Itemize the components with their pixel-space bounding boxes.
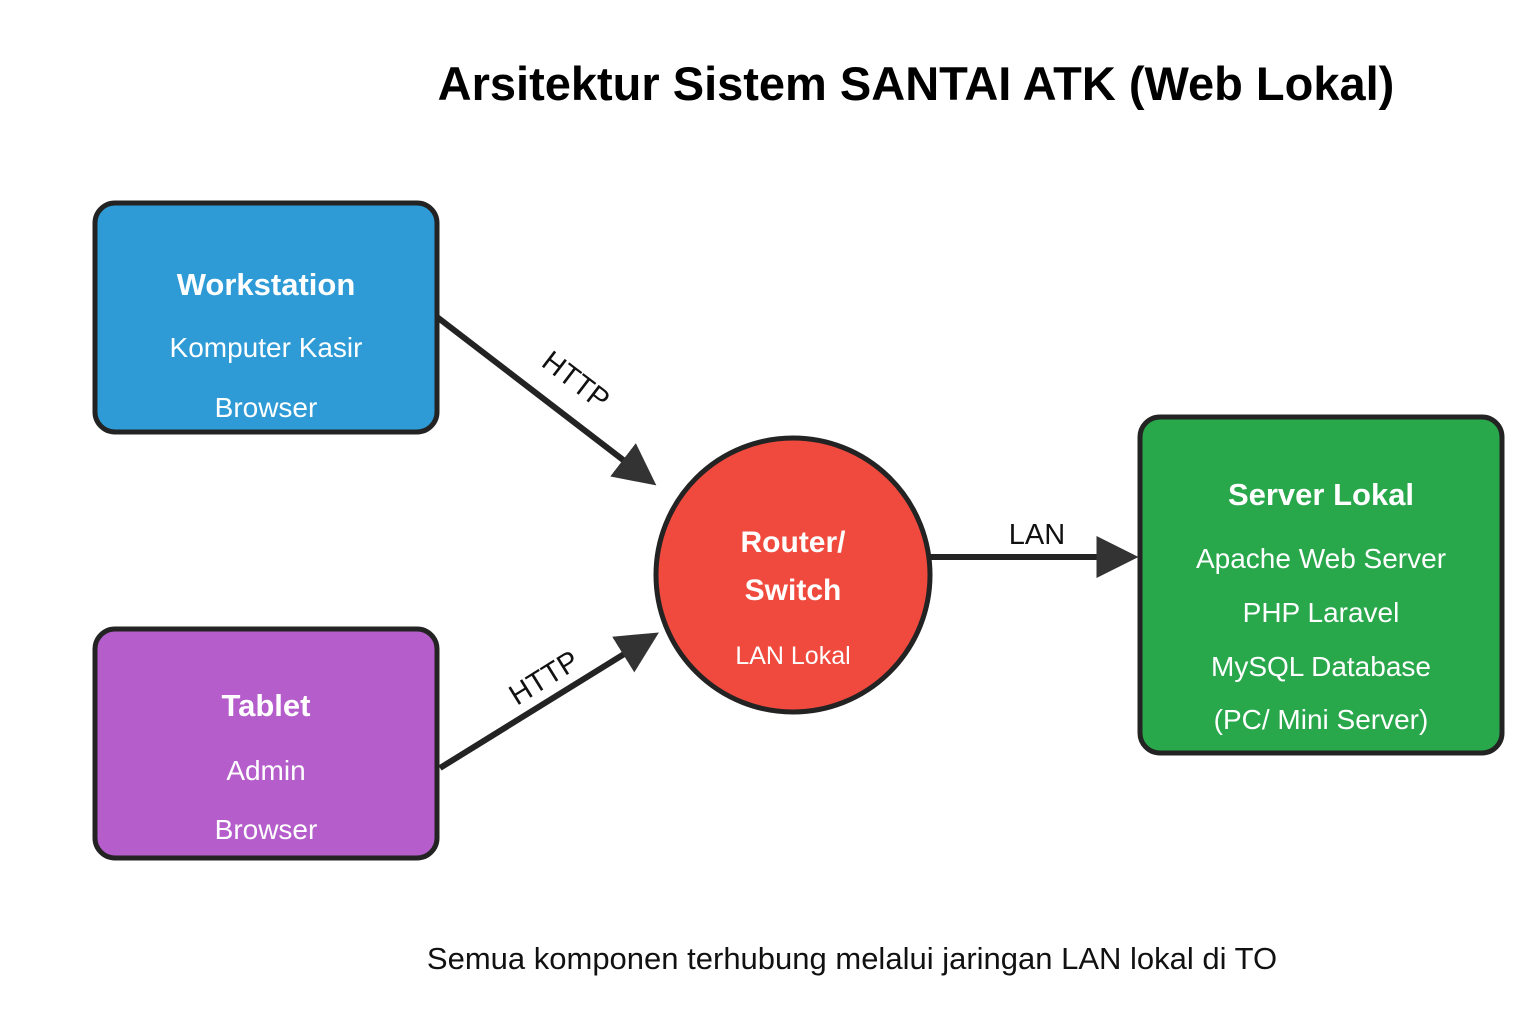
- node-server-lokal[interactable]: Server Lokal Apache Web Server PHP Larav…: [1137, 414, 1505, 756]
- edge-workstation-to-router: HTTP: [435, 314, 657, 486]
- node-tablet-line-2: Browser: [215, 814, 318, 845]
- node-router-title-line-1: Router/: [741, 526, 847, 559]
- edge-tablet-to-router: HTTP: [438, 632, 659, 771]
- node-server-line-2: PHP Laravel: [1243, 597, 1400, 628]
- node-tablet-title: Tablet: [222, 688, 311, 723]
- node-router-title-line-2: Switch: [745, 574, 842, 607]
- node-server-shape[interactable]: [1137, 414, 1505, 756]
- node-workstation-title: Workstation: [177, 267, 356, 302]
- diagram-title: Arsitektur Sistem SANTAI ATK (Web Lokal): [438, 57, 1395, 110]
- edge-label-lan: LAN: [1009, 519, 1065, 551]
- node-server-title: Server Lokal: [1228, 477, 1414, 512]
- edge-router-to-server: LAN: [929, 519, 1139, 578]
- node-server-line-1: Apache Web Server: [1196, 543, 1446, 574]
- edge-line-workstation-router: [435, 314, 657, 486]
- node-router-shape[interactable]: [653, 435, 933, 715]
- diagram-footer-caption: Semua komponen terhubung melalui jaringa…: [427, 941, 1277, 976]
- node-workstation-line-2: Browser: [215, 392, 318, 423]
- node-router-subtitle: LAN Lokal: [735, 642, 850, 670]
- node-tablet[interactable]: Tablet Admin Browser: [92, 626, 440, 861]
- node-workstation[interactable]: Workstation Komputer Kasir Browser: [92, 200, 440, 435]
- node-workstation-line-1: Komputer Kasir: [170, 332, 363, 363]
- node-tablet-shape[interactable]: [92, 626, 440, 861]
- edge-label-http-workstation: HTTP: [536, 345, 616, 416]
- edge-line-tablet-router: [438, 632, 659, 771]
- node-router-switch[interactable]: Router/ Switch LAN Lokal: [653, 435, 933, 715]
- node-workstation-shape[interactable]: [92, 200, 440, 435]
- node-tablet-line-1: Admin: [226, 755, 305, 786]
- node-server-line-4: (PC/ Mini Server): [1214, 704, 1429, 735]
- node-server-line-3: MySQL Database: [1211, 651, 1431, 682]
